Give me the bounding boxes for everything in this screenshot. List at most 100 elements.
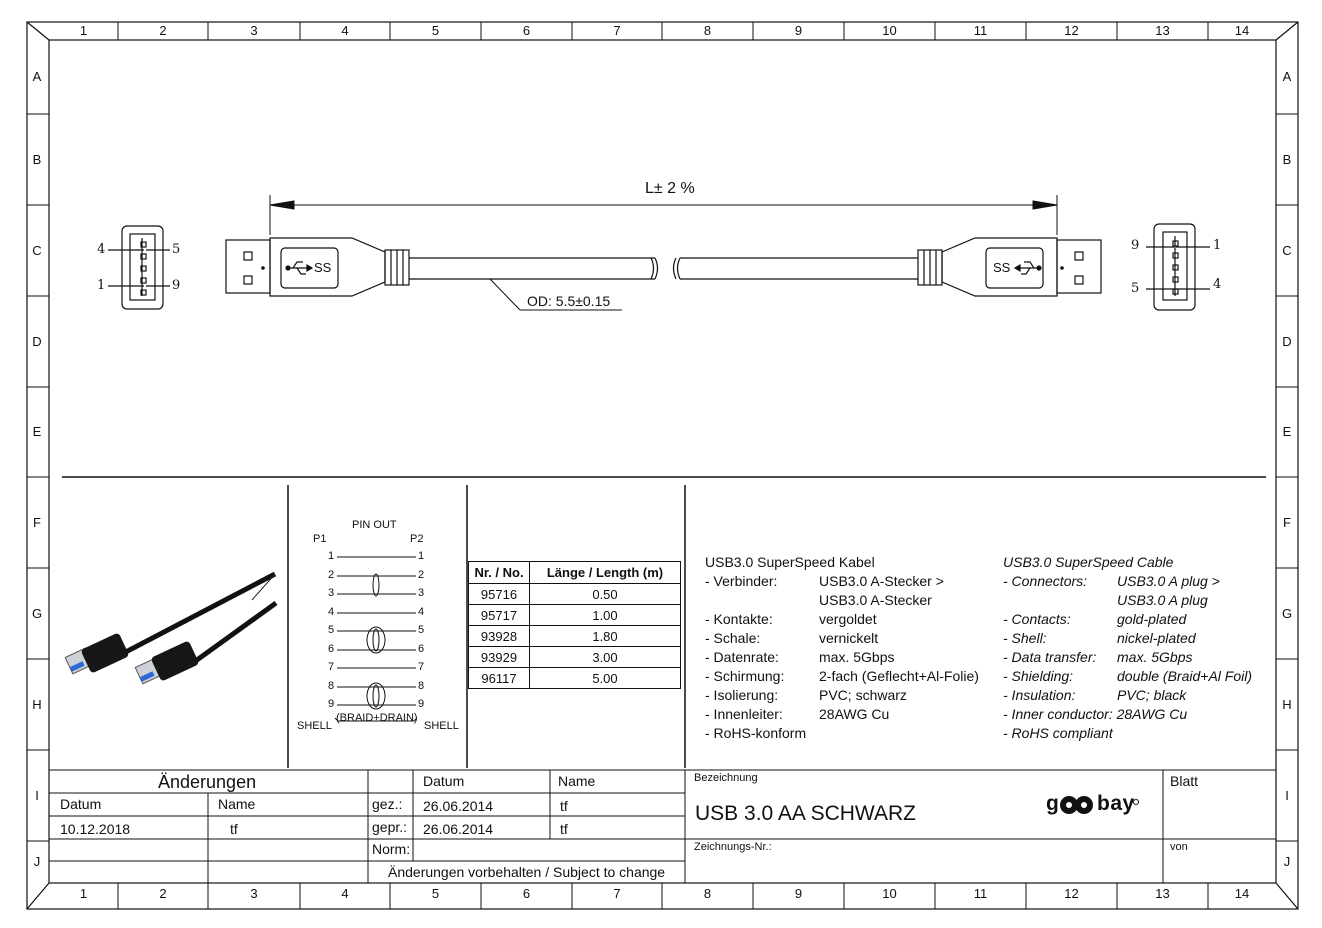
spec-key: - Isolierung: [705, 687, 779, 703]
spec-value: USB3.0 A-Stecker > [819, 573, 944, 589]
pin-right-1: 1 [418, 550, 425, 562]
spec-key: - Verbinder: [705, 573, 778, 589]
column-label-3: 3 [250, 23, 258, 38]
spec-value: nickel-plated [1117, 630, 1196, 646]
left-pin-label-1: 1 [97, 278, 106, 293]
right-pin-label-1: 1 [1213, 238, 1222, 253]
table-header-row: Nr. / No. Länge / Length (m) [468, 561, 681, 584]
row-label-H: H [1282, 696, 1292, 712]
spec-key: - RoHS compliant [1003, 725, 1113, 741]
ss-label-right: SS [993, 260, 1011, 275]
dimension-line [269, 195, 1058, 235]
product-photo [64, 571, 278, 685]
spec-key: - Shell: [1003, 630, 1047, 646]
row-label-E: E [1282, 424, 1292, 439]
spec-value: max. 5Gbps [1117, 649, 1193, 665]
length-label: L± 2 % [645, 180, 695, 197]
left-pin-label-4: 4 [97, 242, 106, 257]
pinout-p1: P1 [313, 533, 327, 545]
column-label-8: 8 [703, 886, 712, 901]
spec-value: max. 5Gbps [819, 649, 895, 665]
gez-date: 26.06.2014 [423, 798, 494, 814]
column-label-11: 11 [973, 886, 988, 901]
spec-item: - Verbinder: USB3.0 A-Stecker > [705, 572, 979, 591]
spec-key: - Inner conductor: 28AWG Cu [1003, 706, 1188, 722]
change-date: 10.12.2018 [60, 821, 131, 837]
ss-label-left: SS [314, 260, 332, 275]
spec-key: - Datenrate: [705, 649, 779, 665]
pin-left-6: 6 [328, 643, 335, 655]
column-label-12: 12 [1064, 886, 1079, 901]
gepr-date: 26.06.2014 [423, 821, 494, 837]
pin-right-3: 3 [418, 587, 425, 599]
spec-item: - Datenrate: max. 5Gbps [705, 648, 979, 667]
spec-item: - RoHS compliant [1003, 724, 1252, 743]
spec-key: - Contacts: [1003, 611, 1071, 627]
spec-value: USB3.0 A plug > [1117, 573, 1220, 589]
spec-key [1003, 591, 1117, 610]
header-length: Länge / Length (m) [529, 561, 681, 584]
right-pin-label-4: 4 [1213, 277, 1222, 292]
right-usb-plug [672, 237, 1102, 297]
gepr-name: tf [560, 821, 568, 837]
changes-name-header: Name [218, 796, 256, 812]
spec-en-title: USB3.0 SuperSpeed Cable [1003, 554, 1174, 570]
row-label-D: D [1282, 333, 1292, 349]
column-label-2: 2 [159, 886, 167, 901]
od-leader [489, 278, 622, 311]
column-label-10: 10 [882, 23, 897, 38]
pin-right-8: 8 [418, 680, 425, 692]
column-label-10: 10 [882, 886, 897, 901]
spec-key: - Shielding: [1003, 668, 1074, 684]
spec-key: - Data transfer: [1003, 649, 1097, 665]
column-label-7: 7 [613, 23, 621, 38]
row-label-I: I [35, 787, 39, 803]
row-label-G: G [1281, 605, 1293, 621]
pinout-shell-right: SHELL [424, 720, 459, 732]
spec-value: USB3.0 A-Stecker [819, 592, 932, 608]
spec-key: - Kontakte: [705, 611, 773, 627]
spec-value: 2-fach (Geflecht+Al-Folie) [819, 668, 979, 684]
datum-column-header: Datum [423, 773, 465, 789]
row-label-E: E [32, 424, 42, 439]
column-label-6: 6 [522, 886, 531, 901]
column-label-4: 4 [341, 23, 349, 38]
row-label-J: J [1283, 854, 1291, 869]
column-label-5: 5 [431, 886, 440, 901]
pinout-shell-left: SHELL [297, 720, 332, 732]
article-number: 95717 [468, 604, 530, 626]
pin-right-7: 7 [418, 661, 425, 673]
pinout-p2: P2 [410, 533, 424, 545]
spec-item: - Inner conductor: 28AWG Cu [1003, 705, 1252, 724]
pin-left-8: 8 [328, 680, 335, 692]
usb-symbol-left [285, 261, 314, 275]
row-label-F: F [1283, 514, 1291, 530]
spec-key [705, 591, 819, 610]
row-label-F: F [33, 514, 41, 530]
pinout-title: PIN OUT [352, 519, 397, 531]
row-label-H: H [32, 696, 42, 712]
article-number: 93929 [468, 646, 530, 668]
right-pin-label-9: 9 [1131, 238, 1140, 253]
spec-de-title: USB3.0 SuperSpeed Kabel [705, 554, 875, 570]
cable-length: 3.00 [529, 646, 681, 668]
cable-length: 1.00 [529, 604, 681, 626]
inner-frame [48, 39, 1277, 884]
blatt-label: Blatt [1170, 773, 1199, 789]
article-number: 96117 [468, 667, 530, 689]
column-label-9: 9 [794, 886, 803, 901]
spec-item: - Contacts:gold-plated [1003, 610, 1252, 629]
row-label-C: C [1282, 242, 1292, 258]
spec-item: - Isolierung:PVC; schwarz [705, 686, 979, 705]
column-label-6: 6 [522, 23, 531, 38]
od-label: OD: 5.5±0.15 [527, 293, 611, 309]
cable-length: 5.00 [529, 667, 681, 689]
column-label-14: 14 [1234, 23, 1250, 38]
column-label-7: 7 [613, 886, 621, 901]
